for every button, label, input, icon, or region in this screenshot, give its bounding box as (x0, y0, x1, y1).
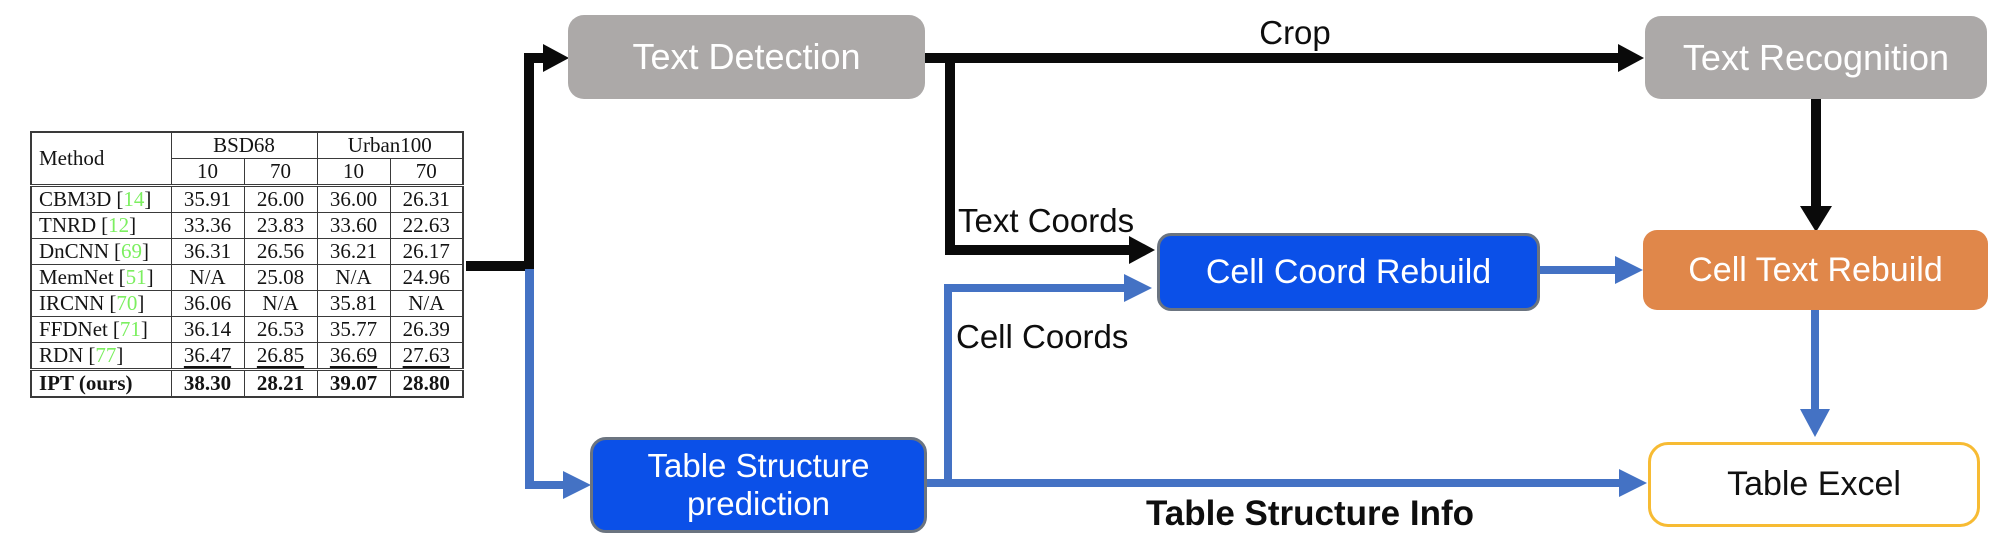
table-cell: N/A (243, 290, 318, 317)
table-cell: 38.30 (170, 368, 245, 398)
node-text-detection: Text Detection (568, 15, 925, 99)
table-subheader-cell: 70 (243, 158, 318, 187)
table-cell: 26.85 (243, 342, 318, 370)
edge-into-text-detection (524, 53, 544, 63)
table-cell: 36.14 (170, 316, 245, 343)
table-cell: N/A (389, 290, 464, 317)
table-cell: 26.31 (389, 185, 464, 213)
edge-recognition-to-rebuild (1811, 99, 1821, 207)
table-row: FFDNet[71] 36.14 26.53 35.77 26.39 (30, 316, 464, 343)
edge-label-crop: Crop (1259, 14, 1331, 51)
table-cell: 36.00 (316, 185, 391, 213)
node-table-excel: Table Excel (1648, 442, 1980, 527)
edge-into-structure-prediction (525, 481, 565, 489)
table-header-group-urban100: Urban100 (316, 131, 464, 159)
input-table-image: Method BSD68 Urban100 10 70 10 70 CBM3D[… (30, 131, 465, 398)
table-cell: 36.31 (170, 238, 245, 265)
table-cell-method: IRCNN[70] (30, 290, 172, 317)
node-cell-coord-rebuild: Cell Coord Rebuild (1157, 233, 1540, 311)
table-header-method: Method (30, 131, 172, 187)
table-cell: N/A (316, 264, 391, 291)
table-row: IPT (ours) 38.30 28.21 39.07 28.80 (30, 368, 464, 398)
table-cell-method: TNRD[12] (30, 212, 172, 239)
table-cell: 27.63 (389, 342, 464, 370)
arrowhead-cell-coord-rebuild-blue (1124, 274, 1152, 302)
node-label-line2: prediction (686, 485, 831, 522)
arrowhead-table-excel-left (1619, 469, 1647, 497)
table-row: RDN[77] 36.47 26.85 36.69 27.63 (30, 342, 464, 370)
table-cell: 26.00 (243, 185, 318, 213)
table-cell: 35.91 (170, 185, 245, 213)
table-cell: 26.17 (389, 238, 464, 265)
table-cell: 28.21 (243, 368, 318, 398)
table-cell: 33.60 (316, 212, 391, 239)
arrowhead-structure-prediction (563, 471, 591, 499)
table-cell: 35.77 (316, 316, 391, 343)
table-cell-method: MemNet[51] (30, 264, 172, 291)
edge-label-table-structure-info: Table Structure Info (1146, 494, 1474, 533)
table-cell: 35.81 (316, 290, 391, 317)
table-cell: 33.36 (170, 212, 245, 239)
arrowhead-cell-text-rebuild-black (1800, 206, 1832, 232)
table-row: CBM3D[14] 35.91 26.00 36.00 26.31 (30, 185, 464, 213)
table-cell: N/A (170, 264, 245, 291)
edge-text-coords-right (945, 245, 1129, 255)
table-cell: 26.56 (243, 238, 318, 265)
arrowhead-text-detection (543, 44, 569, 72)
edge-label-text-coords: Text Coords (958, 202, 1135, 239)
edge-label-cell-coords: Cell Coords (956, 318, 1129, 355)
table-cell: 26.39 (389, 316, 464, 343)
table-subheader-row: 10 70 10 70 (31, 158, 464, 187)
table-row: TNRD[12] 33.36 23.83 33.60 22.63 (30, 212, 464, 239)
table-cell: 28.80 (389, 368, 464, 398)
table-cell: 25.08 (243, 264, 318, 291)
table-cell-method: DnCNN[69] (30, 238, 172, 265)
table-cell-method: RDN[77] (30, 342, 172, 370)
table-cell: 36.21 (316, 238, 391, 265)
node-cell-text-rebuild: Cell Text Rebuild (1643, 230, 1988, 310)
edge-table-structure-info (927, 479, 1621, 487)
node-label-line1: Table Structure (647, 447, 870, 485)
table-subheader-cell: 10 (170, 158, 245, 187)
table-row: DnCNN[69] 36.31 26.56 36.21 26.17 (30, 238, 464, 265)
table-subheader-cell: 70 (389, 158, 464, 187)
table-cell: 26.53 (243, 316, 318, 343)
edge-table-to-branch (466, 261, 534, 271)
table-row: MemNet[51] N/A 25.08 N/A 24.96 (30, 264, 464, 291)
edge-crop (925, 53, 1619, 63)
table-cell-method: FFDNet[71] (30, 316, 172, 343)
arrowhead-text-recognition (1618, 44, 1644, 72)
table-cell: 24.96 (389, 264, 464, 291)
edge-branch-up (524, 53, 534, 271)
table-cell: 22.63 (389, 212, 464, 239)
table-cell: 36.69 (316, 342, 391, 370)
edge-cell-coords-right (944, 284, 1124, 292)
table-cell-method: IPT (ours) (30, 368, 172, 398)
table-cell: 36.06 (170, 290, 245, 317)
edge-coord-to-text-rebuild (1540, 266, 1617, 274)
table-cell: 39.07 (316, 368, 391, 398)
edge-rebuild-to-excel (1811, 310, 1819, 409)
arrowhead-cell-coord-rebuild-black (1129, 236, 1155, 264)
table-header-group-bsd68: BSD68 (170, 131, 318, 159)
table-subheader-cell: 10 (316, 158, 391, 187)
table-cell: 23.83 (243, 212, 318, 239)
table-header-row: Method BSD68 Urban100 (30, 131, 464, 187)
table-row: IRCNN[70] 36.06 N/A 35.81 N/A (30, 290, 464, 317)
arrowhead-cell-text-rebuild-blue (1615, 256, 1643, 284)
node-table-structure-prediction: Table Structure prediction (590, 437, 927, 533)
node-text-recognition: Text Recognition (1645, 16, 1987, 99)
edge-cell-coords-up (944, 288, 952, 483)
arrowhead-table-excel-top (1800, 409, 1830, 437)
table-cell-method: CBM3D[14] (30, 185, 172, 213)
edge-branch-down (525, 269, 534, 487)
table-cell: 36.47 (170, 342, 245, 370)
edge-text-coords-down (945, 58, 955, 255)
